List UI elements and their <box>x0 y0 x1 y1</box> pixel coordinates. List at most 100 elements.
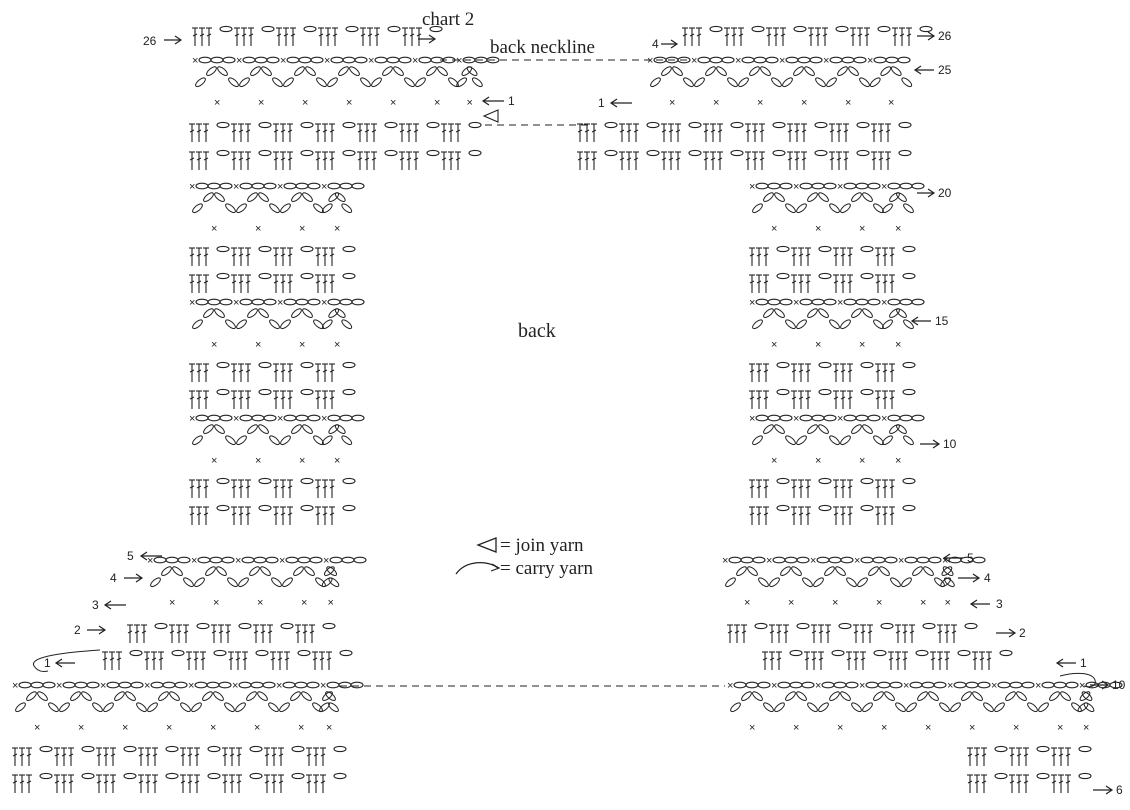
single-crochet-mark: × <box>888 97 894 109</box>
double-crochet-bar <box>1058 780 1064 784</box>
chain-stitch <box>341 203 353 214</box>
double-crochet-bar <box>791 253 797 257</box>
double-crochet-bar <box>151 657 157 661</box>
chain-stitch <box>216 566 227 576</box>
chain-stitch <box>889 192 900 202</box>
single-crochet-mark: × <box>321 297 327 309</box>
single-crochet-mark: × <box>766 555 772 567</box>
chain-stitch <box>709 56 723 64</box>
chain-stitch <box>776 504 790 512</box>
double-crochet-bar <box>776 657 782 661</box>
chain-stitch <box>816 556 830 564</box>
single-crochet-mark: × <box>147 555 153 567</box>
double-crochet-bar <box>749 396 755 400</box>
double-crochet-bar <box>306 780 312 784</box>
chain-stitch <box>1053 681 1067 689</box>
double-crochet-bar <box>176 630 182 634</box>
chain-stitch <box>312 702 323 713</box>
chain-stitch <box>776 272 790 280</box>
double-crochet-bar <box>273 129 279 133</box>
chain-stitch <box>393 66 404 76</box>
double-crochet-bar <box>287 253 293 257</box>
chain-stitch <box>860 361 874 369</box>
double-crochet-bar <box>825 630 831 634</box>
row-15: 15 <box>935 314 949 328</box>
chain-stitch <box>760 66 771 76</box>
chain-stitch <box>342 361 356 369</box>
chain-stitch <box>862 308 873 318</box>
single-crochet-mark: × <box>771 680 777 692</box>
double-crochet-bar <box>763 485 769 489</box>
double-crochet-bar <box>238 280 244 284</box>
single-crochet-mark: × <box>233 181 239 193</box>
double-crochet-bar <box>127 630 133 634</box>
double-crochet-bar <box>441 157 447 161</box>
double-crochet-bar <box>189 485 195 489</box>
double-crochet-bar <box>194 780 200 784</box>
chain-stitch <box>384 121 398 129</box>
chain-stitch <box>859 77 870 88</box>
chain-stitch <box>247 192 258 202</box>
double-crochet-bar <box>186 657 192 661</box>
double-crochet-bar <box>241 33 247 37</box>
double-crochet-bar <box>840 369 846 373</box>
chain-stitch <box>221 556 235 564</box>
chain-stitch <box>902 504 916 512</box>
double-crochet-bar <box>847 369 853 373</box>
double-crochet-bar <box>850 33 856 37</box>
chain-stitch <box>772 149 786 157</box>
double-crochet-bar <box>409 33 415 37</box>
chain-stitch <box>283 77 294 88</box>
chain-stitch <box>260 566 271 576</box>
double-crochet-bar <box>895 657 901 661</box>
chain-stitch <box>902 272 916 280</box>
double-crochet-bar <box>329 512 335 516</box>
chain-stitch <box>752 435 763 446</box>
double-crochet-bar <box>189 157 195 161</box>
single-crochet-mark: × <box>1013 722 1019 734</box>
single-crochet-mark: × <box>236 55 242 67</box>
chain-stitch <box>307 182 321 190</box>
chain-stitch <box>466 66 478 76</box>
chain-stitch <box>426 66 437 76</box>
chain-stitch <box>851 192 862 202</box>
single-crochet-mark: × <box>823 55 829 67</box>
chain-stitch <box>887 182 901 190</box>
single-crochet-mark: × <box>837 297 843 309</box>
double-crochet-bar <box>974 780 980 784</box>
chain-stitch <box>222 56 236 64</box>
chain-stitch <box>283 182 297 190</box>
join-yarn-icon <box>476 537 497 553</box>
arrow-right-icon <box>1093 785 1114 795</box>
double-crochet-bar <box>882 485 888 489</box>
double-crochet-bar <box>322 485 328 489</box>
double-crochet-bar <box>152 780 158 784</box>
chain-stitch <box>310 56 324 64</box>
double-crochet-bar <box>248 33 254 37</box>
chain-stitch <box>325 691 336 701</box>
double-crochet-bar <box>818 657 824 661</box>
arrow-left-icon <box>54 658 75 668</box>
chain-stitch <box>772 121 786 129</box>
double-crochet-bar <box>68 780 74 784</box>
chain-stitch <box>1036 745 1050 753</box>
chain-stitch <box>829 203 840 214</box>
double-crochet-bar <box>54 780 60 784</box>
chain-stitch <box>862 702 873 713</box>
double-crochet-bar <box>805 512 811 516</box>
chain-stitch <box>818 272 832 280</box>
chain-stitch <box>776 361 790 369</box>
chain-stitch <box>272 77 283 88</box>
chain-stitch <box>811 298 825 306</box>
double-crochet-bar <box>329 129 335 133</box>
chain-stitch <box>216 504 230 512</box>
double-crochet-bar <box>591 129 597 133</box>
arrow-left-icon <box>481 96 504 106</box>
chain-stitch <box>258 192 269 202</box>
double-crochet-bar <box>878 157 884 161</box>
arrow-right-icon <box>920 439 941 449</box>
chain-stitch <box>942 566 954 576</box>
double-crochet-bar <box>455 129 461 133</box>
chain-stitch <box>902 477 916 485</box>
double-crochet-bar <box>295 630 301 634</box>
